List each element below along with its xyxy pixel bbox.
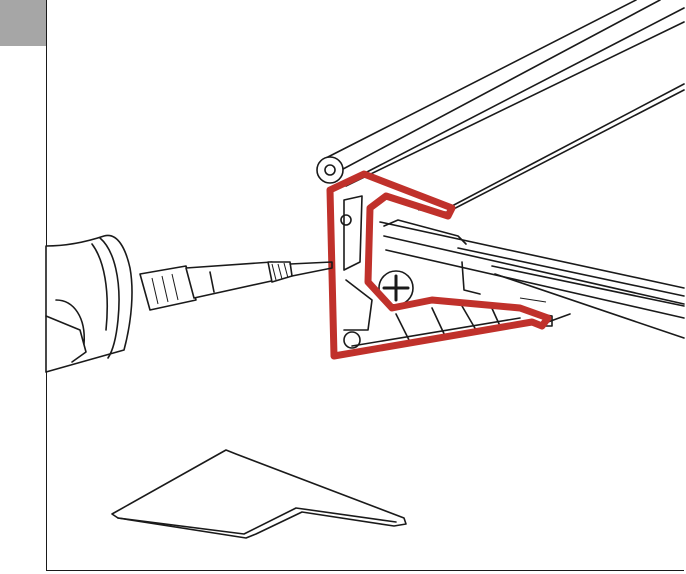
sealant-gun [45,234,333,373]
spatula-tool [111,449,407,539]
step-number-badge [0,0,46,46]
sealant-zone-highlight [326,170,552,360]
aluminium-profile [316,0,685,357]
